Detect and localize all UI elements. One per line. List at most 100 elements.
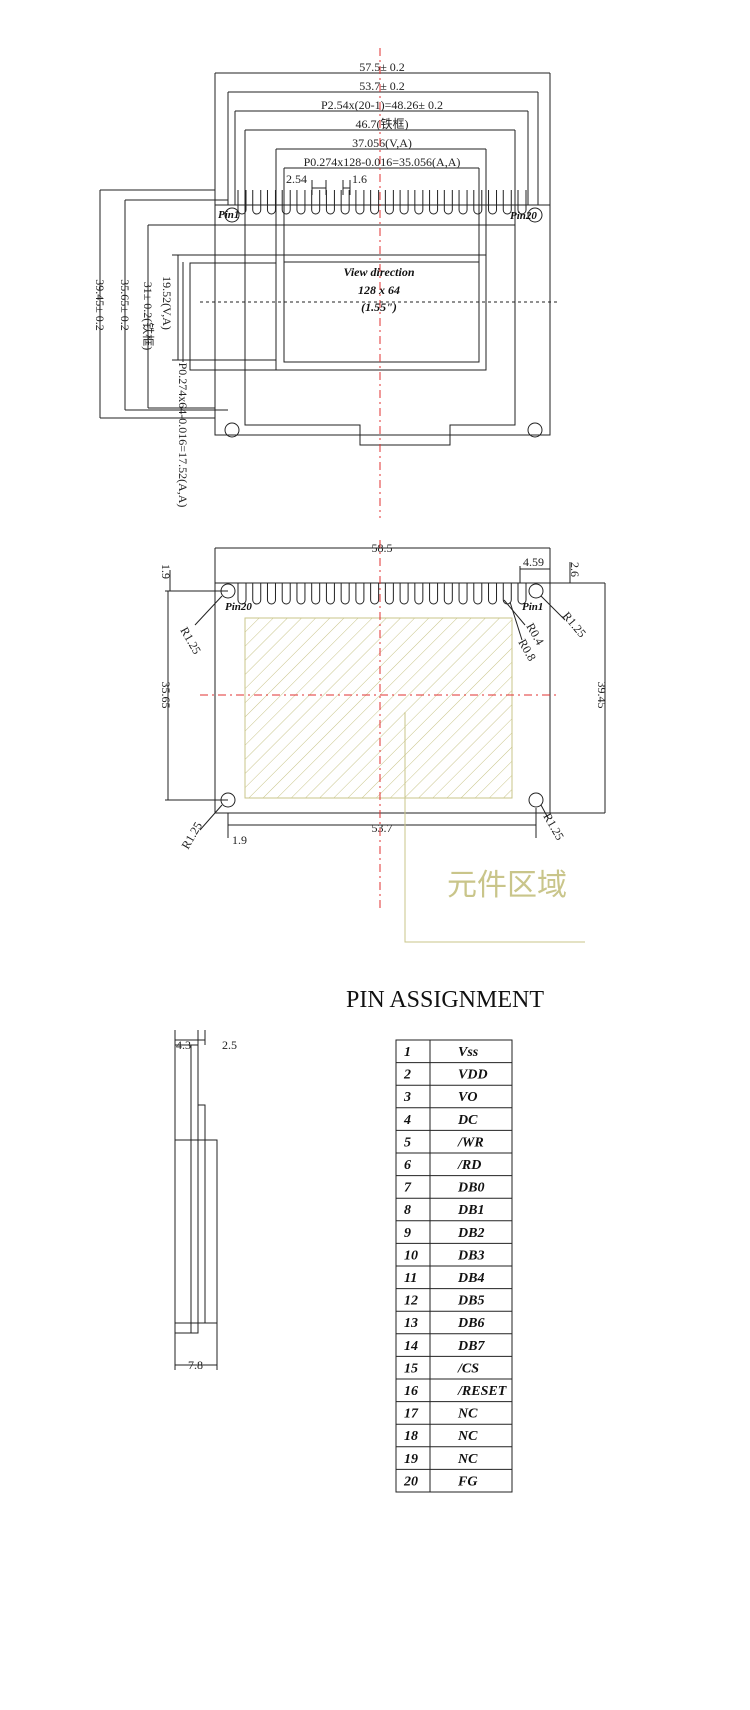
pin-number: 1 <box>404 1045 411 1060</box>
pin-pad <box>384 190 394 215</box>
dim-frame-width: 46.7(铁框) <box>356 117 409 131</box>
radius-r1-25-tl: R1.25 <box>177 625 204 657</box>
pin-pad <box>266 190 276 215</box>
pin-pad <box>443 190 453 215</box>
pin-pad <box>458 583 468 605</box>
pin-pad <box>311 190 321 215</box>
top-hole-bl <box>224 422 240 438</box>
dim-1-9-top: 1.9 <box>159 564 173 579</box>
pin-pad <box>311 583 321 605</box>
pin-pad <box>502 190 512 215</box>
pin-pad <box>252 583 262 605</box>
top-pins <box>237 190 527 215</box>
pin-number: 18 <box>404 1429 418 1444</box>
pin-pad <box>266 583 276 605</box>
pin-name: DB7 <box>457 1339 485 1354</box>
radius-r1-25-tr: R1.25 <box>560 609 589 640</box>
pin-name: DC <box>457 1113 478 1128</box>
pin-pad <box>517 583 527 605</box>
dim-4-59: 4.59 <box>523 555 544 569</box>
pin-name: FG <box>457 1474 477 1489</box>
top-hole-br <box>527 422 543 438</box>
top-hole-tl <box>224 207 240 223</box>
top-view <box>99 72 551 446</box>
pin-number: 10 <box>404 1248 418 1263</box>
component-area-label: 元件区域 <box>447 868 567 903</box>
dim-7-8: 7.8 <box>188 1358 203 1372</box>
radius-r1-25-bl: R1.25 <box>178 819 205 851</box>
pin-pad <box>340 190 350 215</box>
dim-53-7-bottom: 53.7 <box>372 821 393 835</box>
side-pcb <box>197 1104 206 1324</box>
top-va-box <box>189 262 277 371</box>
pin-number: 12 <box>404 1294 418 1309</box>
top-view-labels: 57.5± 0.2 53.7± 0.2 P2.54x(20-1)=48.26± … <box>93 60 537 507</box>
bottom-hole-tr <box>528 583 544 599</box>
pin-number: 3 <box>403 1090 411 1105</box>
pin-name: DB2 <box>457 1226 484 1241</box>
pin-name: DB1 <box>457 1203 484 1218</box>
pin-pad <box>517 190 527 215</box>
bottom-board-outline <box>214 582 551 814</box>
pin-pad <box>473 190 483 215</box>
top-pin1-label: Pin1 <box>218 209 239 221</box>
dim-35-65: 35.65± 0.2 <box>118 279 132 331</box>
pin-pad <box>340 583 350 605</box>
dim-2-5: 2.5 <box>222 1038 237 1052</box>
pin-name: /WR <box>457 1135 484 1150</box>
dim-aa-width: P0.274x128-0.016=35.056(A,A) <box>304 155 461 169</box>
pin-name: Vss <box>458 1045 479 1060</box>
pin-pad <box>384 583 394 605</box>
pin-pad <box>414 583 424 605</box>
pin-number: 11 <box>404 1271 417 1286</box>
pin-number: 16 <box>404 1384 418 1399</box>
dim-aa-height: P0.274x64-0.016=17.52(A,A) <box>176 363 190 508</box>
bottom-pin20-label: Pin20 <box>225 601 252 613</box>
pin-number: 14 <box>404 1339 418 1354</box>
pin-pad <box>414 190 424 215</box>
dim-53-7: 53.7± 0.2 <box>359 79 405 93</box>
pin-pad <box>325 190 335 215</box>
pin-name: VDD <box>458 1068 488 1083</box>
pin-name: VO <box>458 1090 477 1105</box>
pin-pad <box>252 190 262 215</box>
pin-pad <box>296 583 306 605</box>
radius-r1-25-br: R1.25 <box>540 811 567 843</box>
bottom-hole-br <box>528 792 544 808</box>
pin-number: 7 <box>404 1181 412 1196</box>
side-glass <box>174 1044 192 1334</box>
pin-name: /RD <box>457 1158 481 1173</box>
pin-pad <box>488 190 498 215</box>
pin-name: DB0 <box>457 1181 484 1196</box>
pin-name: DB3 <box>457 1248 484 1263</box>
pin-pad <box>237 583 247 605</box>
dim-4-3: 4.3 <box>176 1038 191 1052</box>
top-metal-frame <box>244 224 516 446</box>
pin-number: 15 <box>404 1361 418 1376</box>
pin-name: /RESET <box>457 1384 508 1399</box>
pin-pad <box>281 583 291 605</box>
top-active-area <box>283 261 480 363</box>
pin-pad <box>355 583 365 605</box>
view-direction-label: View direction <box>343 265 414 279</box>
bottom-pin1-label: Pin1 <box>522 601 543 613</box>
pin-name: DB5 <box>457 1294 484 1309</box>
dim-pitch: P2.54x(20-1)=48.26± 0.2 <box>321 98 443 112</box>
pin-number: 20 <box>403 1474 418 1489</box>
bottom-view <box>165 547 606 943</box>
side-frame <box>190 1044 199 1334</box>
dim-2-54: 2.54 <box>286 172 307 186</box>
side-pins <box>204 1139 218 1324</box>
pin-number: 17 <box>404 1407 419 1422</box>
pin-pad <box>429 190 439 215</box>
pin-pad <box>399 190 409 215</box>
pin-assignment-title: PIN ASSIGNMENT <box>346 987 544 1013</box>
pin-number: 2 <box>403 1068 411 1083</box>
pin-pad <box>370 190 380 215</box>
pin-pad <box>458 190 468 215</box>
dim-va-height: 19.52(V,A) <box>160 276 174 330</box>
pin-number: 19 <box>404 1452 418 1467</box>
dim-va-width: 37.056(V,A) <box>352 136 412 150</box>
pin-pad <box>370 583 380 605</box>
